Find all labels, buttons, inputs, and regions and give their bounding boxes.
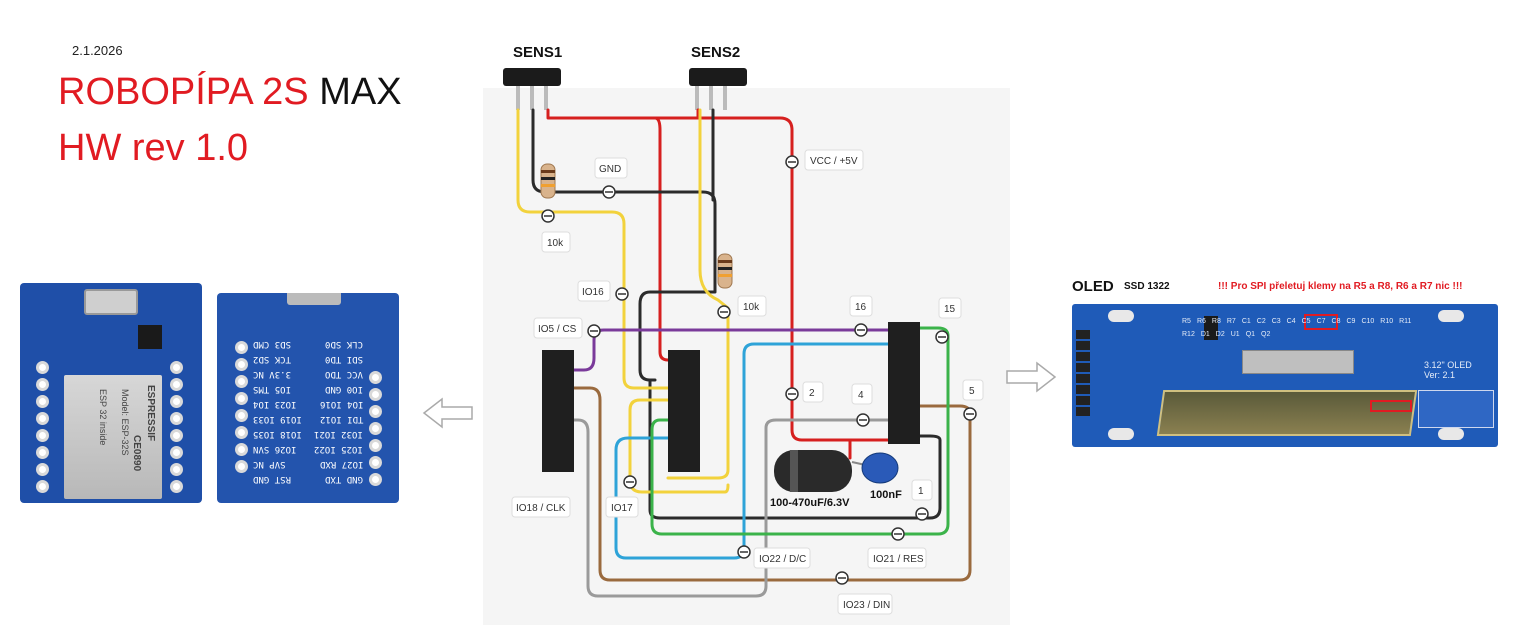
esp32-module: ESPRESSIF Model: ESP-32S ESP 32 inside C…	[64, 375, 162, 499]
usb-connector	[84, 289, 138, 315]
hw-revision: HW rev 1.0	[58, 127, 249, 169]
project-title: ROBOPÍPA 2S MAX	[58, 70, 402, 114]
wire-gnd	[531, 108, 717, 382]
label-io22: IO22 / D/C	[753, 547, 811, 569]
svg-text:5: 5	[969, 386, 975, 397]
oled-mount-hole	[1438, 428, 1464, 440]
label-pin4: 4	[851, 383, 873, 405]
wire-blue	[614, 342, 890, 560]
front-right-holes	[170, 361, 183, 493]
oled-mount-hole	[1438, 310, 1464, 322]
oled-model: 3.12" OLED	[1424, 360, 1472, 370]
oled-mount-hole	[1108, 428, 1134, 440]
label-r2: 10k	[737, 295, 767, 317]
date-label: 2.1.2026	[72, 43, 123, 58]
svg-text:10k: 10k	[743, 302, 760, 313]
oled-warning-marker	[1304, 314, 1338, 330]
label-io21: IO21 / RES	[867, 547, 927, 569]
capacitor-electrolytic	[774, 450, 852, 492]
svg-text:1: 1	[918, 486, 924, 497]
back-right-holes	[369, 371, 382, 486]
label-cap-small: 100nF	[870, 489, 902, 501]
header-middle	[668, 350, 700, 472]
oled-model-text: 3.12" OLED Ver: 2.1	[1424, 360, 1472, 380]
svg-text:10k: 10k	[547, 238, 564, 249]
oled-jumper-table	[1418, 390, 1494, 428]
arrow-left-icon	[422, 397, 473, 429]
sensor-2-label: SENS2	[691, 44, 741, 61]
oled-ic	[1204, 316, 1218, 340]
svg-text:IO21 / RES: IO21 / RES	[873, 554, 924, 565]
label-pin2: 2	[802, 381, 824, 403]
header-left	[542, 350, 574, 472]
wire-vcc-branch	[653, 116, 670, 362]
arrow-right-icon	[1006, 361, 1057, 393]
label-io18: IO18 / CLK	[511, 496, 571, 518]
capacitor-ceramic	[851, 452, 899, 484]
wire-yellow-sens1	[516, 108, 670, 390]
label-r1: 10k	[541, 231, 571, 253]
esp32-front-board: ESPRESSIF Model: ESP-32S ESP 32 inside C…	[20, 283, 202, 503]
label-io5: IO5 / CS	[533, 317, 583, 339]
svg-text:GND: GND	[599, 164, 621, 175]
svg-text:IO18 / CLK: IO18 / CLK	[516, 503, 566, 514]
header-right	[888, 322, 920, 444]
oled-mount-hole	[1108, 310, 1134, 322]
label-io16: IO16	[577, 280, 611, 302]
oled-flex-cable	[1242, 350, 1354, 374]
oled-version: Ver: 2.1	[1424, 370, 1456, 380]
wire-vcc	[546, 108, 890, 442]
svg-text:4: 4	[858, 390, 864, 401]
svg-text:2: 2	[809, 388, 815, 399]
label-gnd: GND	[594, 157, 628, 179]
svg-text:IO5 / CS: IO5 / CS	[538, 324, 577, 335]
label-io17: IO17	[605, 496, 639, 518]
svg-text:IO23 / DIN: IO23 / DIN	[843, 600, 890, 611]
label-vcc: VCC / +5V	[804, 149, 864, 171]
label-pin1: 1	[911, 479, 933, 501]
chip-ic	[138, 325, 162, 349]
project-title-black: MAX	[319, 71, 402, 113]
sensor-1-label: SENS1	[513, 44, 563, 61]
svg-text:IO17: IO17	[611, 503, 633, 514]
oled-warning: !!! Pro SPI přeletuj klemy na R5 a R8, R…	[1218, 281, 1463, 292]
oled-chip: SSD 1322	[1124, 281, 1170, 292]
wire-gray	[572, 418, 890, 598]
label-pin5: 5	[962, 379, 984, 401]
usb-connector-back	[287, 293, 341, 305]
resistor-2	[717, 253, 733, 289]
oled-panel-glass	[1156, 390, 1418, 436]
svg-text:VCC / +5V: VCC / +5V	[810, 156, 858, 167]
label-pin16: 16	[849, 295, 873, 317]
label-pin15: 15	[938, 297, 962, 319]
sensor-2	[689, 68, 747, 110]
svg-text:15: 15	[944, 304, 956, 315]
front-left-holes	[36, 361, 49, 493]
oled-pin-header	[1076, 330, 1090, 420]
resistor-1	[540, 163, 556, 199]
wire-green	[650, 326, 950, 536]
sensor-1	[503, 68, 561, 110]
wire-purple	[572, 328, 890, 372]
svg-text:IO16: IO16	[582, 287, 604, 298]
label-cap-big: 100-470uF/6.3V	[770, 497, 850, 509]
svg-text:16: 16	[855, 302, 867, 313]
project-title-red: ROBOPÍPA 2S	[58, 71, 309, 113]
back-left-holes	[235, 341, 248, 473]
label-io23: IO23 / DIN	[837, 593, 893, 615]
svg-text:IO22 / D/C: IO22 / D/C	[759, 554, 806, 565]
oled-title: OLED	[1072, 278, 1114, 295]
oled-red-arrow	[1370, 400, 1412, 412]
